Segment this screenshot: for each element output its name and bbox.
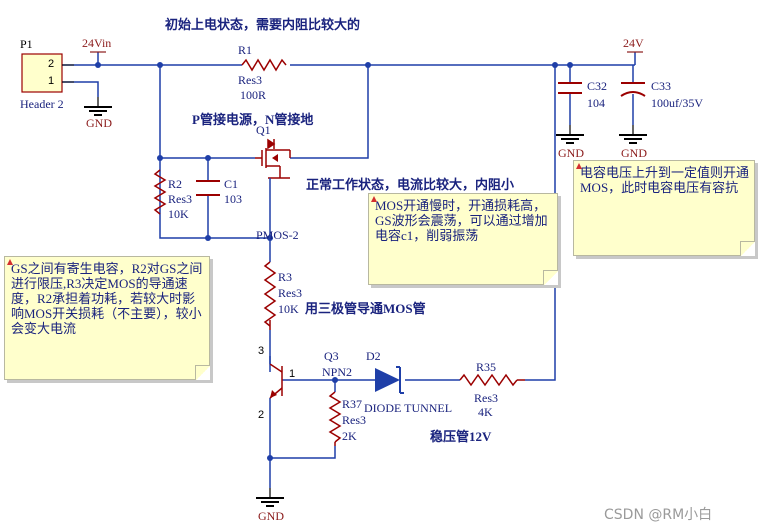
r1-value: 100R: [240, 88, 267, 102]
note-marker-icon: [576, 163, 582, 169]
c32-capacitor-icon: [558, 82, 582, 94]
r1-type: Res3: [238, 73, 262, 87]
net-24v: 24V: [623, 36, 644, 50]
r2-value: 10K: [168, 207, 189, 221]
note-text: MOS开通慢时，开通损耗高，GS波形会震荡，可以通过增加电容c1，削弱振荡: [375, 198, 548, 243]
q3-arrow-icon: [270, 390, 277, 398]
c32-value: 104: [587, 96, 605, 110]
r37-value: 2K: [342, 429, 357, 443]
r2-type: Res3: [168, 192, 192, 206]
annotation-p-mos: P管接电源，N管接地: [192, 112, 314, 127]
r35-ref: R35: [476, 360, 497, 374]
q1-pmos-icon: [255, 138, 291, 238]
q1-type: PMOS-2: [256, 228, 299, 242]
title-annotation: 初始上电状态，需要内阻比较大的: [165, 17, 361, 32]
c33-value: 100uf/35V: [651, 96, 703, 110]
c32-ref: C32: [587, 79, 608, 93]
net-gnd: GND: [621, 146, 647, 160]
net-gnd: GND: [258, 509, 284, 523]
r37-ref: R37: [342, 397, 363, 411]
q3-pin2: 2: [258, 409, 265, 421]
connector-p1-body: [21, 53, 74, 93]
c33-capacitor-icon: [620, 82, 646, 97]
q1-ref: Q1: [256, 123, 271, 137]
r1-resistor-icon: [241, 58, 287, 72]
annotation-zener: 稳压管12V: [430, 429, 492, 444]
note-fold-icon: [195, 365, 210, 380]
p1-pin1: 1: [48, 75, 55, 87]
q3-pin1: 1: [289, 368, 296, 380]
note-cap-voltage[interactable]: 电容电压上升到一定值则开通MOS，此时电容电压有容抗: [573, 160, 755, 256]
d2-diode-icon: [375, 366, 404, 394]
note-text: GS之间有寄生电容，R2对GS之间进行限压,R3决定MOS的导通速度，R2承担着…: [11, 261, 203, 336]
watermark: CSDN @RM小白: [604, 507, 713, 523]
note-text: 电容电压上升到一定值则开通MOS，此时电容电压有容抗: [580, 165, 750, 195]
r35-value: 4K: [478, 405, 493, 419]
note-gs-capacitance[interactable]: GS之间有寄生电容，R2对GS之间进行限压,R3决定MOS的导通速度，R2承担着…: [4, 256, 210, 380]
net-24vin: 24Vin: [82, 36, 112, 50]
gnd-symbol-icon: [618, 124, 648, 144]
annotation-normal-state: 正常工作状态，电流比较大，内阻小: [306, 177, 515, 192]
r3-resistor-icon: [263, 261, 277, 327]
q3-type: NPN2: [322, 365, 353, 379]
c33-ref: C33: [651, 79, 672, 93]
d2-ref: D2: [366, 349, 381, 363]
r2-resistor-icon: [153, 169, 167, 215]
wires: [62, 52, 636, 488]
junctions: [95, 62, 573, 461]
q3-ref: Q3: [324, 349, 339, 363]
r3-type: Res3: [278, 286, 302, 300]
r37-resistor-icon: [328, 391, 342, 443]
gnd-symbol-icon: [255, 487, 285, 507]
r35-resistor-icon: [459, 373, 518, 387]
annotation-transistor: 用三极管导通MOS管: [305, 301, 426, 316]
p1-ref: P1: [20, 37, 33, 51]
q3-pin3: 3: [258, 345, 265, 357]
c1-value: 103: [224, 192, 242, 206]
c1-capacitor-icon: [196, 180, 220, 196]
note-marker-icon: [7, 259, 13, 265]
note-fold-icon: [740, 241, 755, 256]
net-gnd: GND: [558, 146, 584, 160]
d2-type: DIODE TUNNEL: [364, 401, 453, 415]
c1-ref: C1: [224, 177, 239, 191]
q1-arrow-icon: [272, 154, 278, 162]
p1-pin2: 2: [48, 58, 55, 70]
p1-name: Header 2: [20, 97, 64, 111]
gnd-symbol-icon: [83, 96, 113, 116]
note-marker-icon: [371, 196, 377, 202]
r3-value: 10K: [278, 302, 299, 316]
gnd-symbol-icon: [555, 124, 585, 144]
r37-type: Res3: [342, 413, 366, 427]
note-mos-slow[interactable]: MOS开通慢时，开通损耗高，GS波形会震荡，可以通过增加电容c1，削弱振荡: [368, 193, 558, 285]
r35-type: Res3: [474, 391, 498, 405]
r1-ref: R1: [238, 43, 253, 57]
r2-ref: R2: [168, 177, 183, 191]
r3-ref: R3: [278, 270, 293, 284]
note-fold-icon: [543, 270, 558, 285]
net-gnd: GND: [86, 116, 112, 130]
